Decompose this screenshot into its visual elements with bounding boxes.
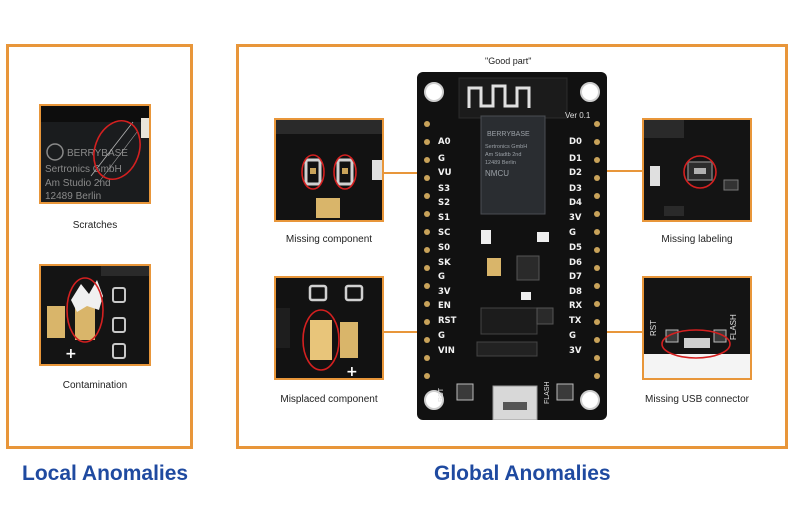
pin-label-right: TX [569,316,582,326]
pin-label-right: D3 [569,184,582,194]
pin-label-left: SC [438,228,451,238]
contamination-image: + [39,264,151,366]
scratch-anomaly-circle [93,120,141,180]
misplaced-component-circle [302,309,340,371]
pin-label-right: D4 [569,198,582,208]
pin-label-right: D8 [569,287,582,297]
pin-label-right: D6 [569,258,582,268]
pin-label-right: D5 [569,243,582,253]
board-flash-label: FLASH [544,381,551,404]
missing-component-circle-2 [333,154,357,190]
module-text-4: 12489 Berlin [485,160,516,166]
scratch-line-4: 12489 Berlin [45,191,101,202]
missing-labeling-image [642,118,752,222]
missing-component-caption: Missing component [285,234,373,245]
pin-label-right: D2 [569,168,582,178]
pin-label-left: EN [438,301,451,311]
contamination-anomaly-circle [66,277,104,343]
scratch-line-1: BERRYBASE [67,148,128,159]
svg-text:+: + [346,364,358,378]
good-part-label: "Good part" [485,56,532,66]
missing-usb-connector-caption: Missing USB connector [645,394,749,405]
scratch-line-3: Am Studio 2nd [45,178,111,189]
pin-label-right: G [569,331,576,341]
missing-labeling-caption: Missing labeling [661,234,733,245]
local-anomalies-frame [6,44,193,449]
contamination-caption: Contamination [62,380,128,391]
pin-label-left: G [438,272,445,282]
pin-label-left: G [438,154,445,164]
missing-component-circle-1 [301,154,325,190]
usb-rst-label: RST [649,320,658,336]
pin-label-right: G [569,228,576,238]
missing-usb-circle [661,329,731,359]
misplaced-component-image: + [274,276,384,380]
global-anomalies-title: Global Anomalies [434,462,611,485]
pin-label-left: G [438,331,445,341]
scratch-line-2: Sertronics GmbH [45,164,122,175]
board-rst-label: RST [438,387,445,402]
missing-usb-connector-image: RST FLASH [642,276,752,380]
scratches-caption: Scratches [72,220,118,231]
pin-label-left: S3 [438,184,451,194]
scratches-image: BERRYBASE Sertronics GmbH Am Studio 2nd … [39,104,151,204]
pin-label-right: D1 [569,154,582,164]
good-part-board: BERRYBASE Sertronics GmbH Am Stadtb 2nd … [417,72,607,420]
pin-label-right: 3V [569,213,582,223]
local-anomalies-title: Local Anomalies [22,462,189,485]
pin-label-left: 3V [438,287,451,297]
pin-label-right: 3V [569,346,582,356]
board-version: Ver 0.1 [565,111,591,120]
module-text-5: NMCU [485,169,509,178]
pin-label-left: RST [438,316,457,326]
pin-label-right: RX [569,301,583,311]
svg-text:+: + [65,346,77,362]
global-anomalies-frame [236,44,788,449]
pin-label-right: D0 [569,137,582,147]
pin-label-right: D7 [569,272,582,282]
pin-label-left: SK [438,258,451,268]
usb-flash-label: FLASH [729,314,738,340]
pin-label-left: A0 [438,137,451,147]
pin-label-left: VU [438,168,452,178]
pin-label-left: S1 [438,213,451,223]
pin-label-left: S0 [438,243,451,253]
missing-labeling-circle [683,155,717,189]
module-text-2: Sertronics GmbH [485,144,527,150]
misplaced-component-caption: Misplaced component [280,394,378,405]
missing-component-image [274,118,384,222]
module-text-3: Am Stadtb 2nd [485,152,521,158]
pin-label-left: S2 [438,198,451,208]
module-text-1: BERRYBASE [487,131,530,138]
pin-label-left: VIN [438,346,455,356]
